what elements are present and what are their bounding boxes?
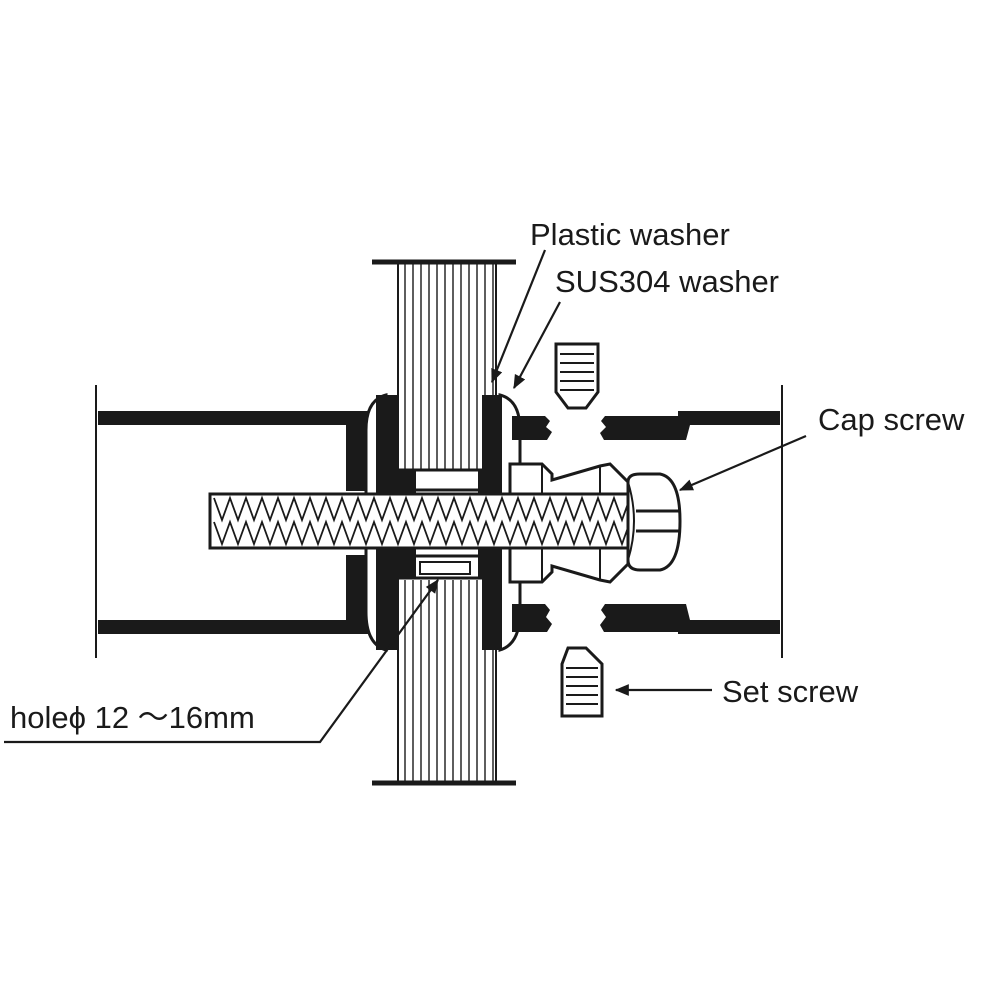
leader-lines: [4, 249, 807, 744]
label-cap-screw: Cap screw: [818, 402, 965, 437]
label-hole-diameter: holeϕ 12 〜16mm: [10, 700, 255, 735]
label-set-screw: Set screw: [722, 674, 859, 709]
label-plastic-washer: Plastic washer: [530, 217, 730, 252]
set-screw-upper: [554, 342, 600, 410]
leader-sus304-washer: [513, 301, 561, 390]
cap-screw-head: [626, 472, 682, 572]
label-sus304-washer: SUS304 washer: [555, 264, 779, 299]
threaded-rod: [208, 492, 642, 550]
right-tube: [512, 385, 783, 658]
leader-cap-screw: [678, 434, 807, 492]
leader-hole: [4, 579, 439, 744]
set-screw-lower: [560, 646, 604, 718]
leader-plastic-washer: [490, 249, 547, 384]
panel-upper: [372, 259, 516, 473]
